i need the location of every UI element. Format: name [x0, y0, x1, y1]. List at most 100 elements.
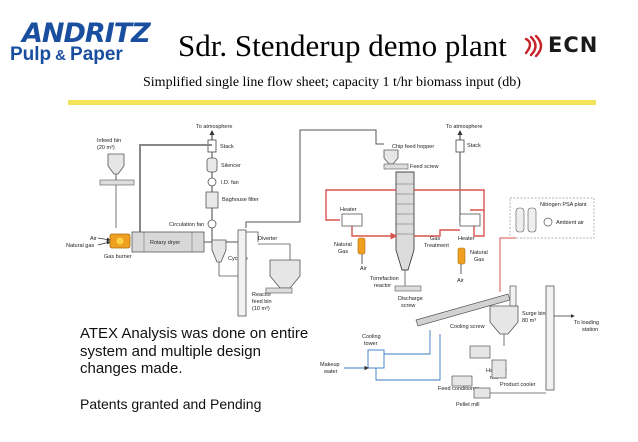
heater-1-to-reactor: [351, 226, 398, 240]
label-infeed-bin-2: (20 m³): [97, 145, 115, 151]
heater-1: [341, 213, 363, 227]
atex-note-line-2: system and multiple design: [80, 342, 261, 360]
recycle-duct-top: [139, 144, 212, 150]
label-id-fan: I.D. fan: [221, 180, 239, 186]
label-baghouse: Baghouse filter: [222, 197, 259, 203]
silencer: [206, 157, 218, 173]
label-to-atmosphere-1: To atmosphere: [196, 124, 232, 130]
label-infeed-bin-1: Infeed bin: [97, 138, 121, 144]
diverter-to-bin: [258, 243, 291, 260]
slide-header: ANDRITZ Pulp&Paper Sdr. Stenderup demo p…: [0, 0, 638, 110]
pulp-paper-logo: Pulp&Paper: [10, 44, 123, 66]
label-surge-bin-2: 80 m³: [522, 318, 536, 324]
process-flow-diagram: To atmosphere Stack Silencer I.D. fan Ba…: [66, 124, 599, 408]
label-air-2: Air: [360, 266, 367, 272]
burner-flame-icon: [116, 237, 124, 245]
label-reactor-feed-bin-3: (10 m³): [252, 306, 270, 312]
slide-title: Sdr. Stenderup demo plant: [178, 28, 507, 63]
burner-2-icon: [457, 247, 466, 265]
label-surge-bin-1: Surge bin: [522, 311, 546, 317]
ecn-logo-mark-icon: [524, 34, 543, 58]
cooling-tower: [367, 349, 385, 369]
label-to-loading-1: To loading: [574, 320, 599, 326]
label-makeup-water-2: water: [323, 369, 338, 375]
label-air-3: Air: [457, 278, 464, 284]
label-torrefaction-2: reactor: [374, 283, 391, 289]
label-to-loading-2: station: [582, 327, 598, 333]
label-to-atmosphere-2: To atmosphere: [446, 124, 482, 130]
label-discharge-2: screw: [401, 303, 415, 309]
psa-vessel-2: [527, 207, 537, 233]
heater-2-loop: [473, 210, 485, 237]
feed-screw: [383, 163, 409, 170]
cooling-water-return: [375, 334, 441, 381]
burner-1-icon: [357, 237, 366, 255]
infeed-conveyor: [99, 179, 135, 186]
label-discharge-1: Discharge: [398, 296, 423, 302]
reactor-feed-bin: [269, 259, 301, 289]
nitrogen-psa-plant: [509, 197, 595, 239]
label-gas-treatment-2: Treatment: [424, 243, 449, 249]
label-natural-gas-2: Natural: [334, 242, 352, 248]
cooling-water-supply: [384, 330, 431, 355]
reactor-to-gas-treatment: [414, 229, 460, 237]
bucket-elevator-2: [545, 285, 555, 391]
label-gas-treatment-1: Gas: [430, 236, 440, 242]
label-heater-1: Heater: [340, 207, 357, 213]
cyclone: [211, 239, 227, 263]
label-diverter: Diverter: [258, 236, 277, 242]
label-natural-gas-3b: Gas: [474, 257, 484, 263]
atex-note: ATEX Analysis was done on entire system …: [80, 325, 308, 378]
label-product-cooler: Product cooler: [500, 382, 536, 388]
feed-conditioner: [451, 375, 473, 387]
title-underline: [68, 100, 596, 105]
label-gas-burner: Gas burner: [104, 254, 132, 260]
logo-amp: &: [55, 47, 67, 64]
psa-compressor-icon: [543, 217, 553, 227]
diverter-line: [246, 231, 259, 242]
slide-subtitle: Simplified single line flow sheet; capac…: [143, 75, 521, 90]
heater-2: [459, 213, 481, 227]
infeed-bin: [107, 153, 125, 175]
label-natural-gas-2b: Gas: [338, 249, 348, 255]
label-cooling-tower-2: tower: [364, 341, 378, 347]
torrefaction-reactor: [395, 171, 415, 271]
psa-vessel-1: [515, 207, 525, 233]
feed-transfer-line: [245, 129, 384, 228]
hammer-mill: [469, 345, 491, 359]
nitrogen-supply-line: [499, 237, 516, 292]
circulation-fan-icon: [207, 219, 217, 229]
pellet-mill: [473, 387, 491, 399]
atex-note-line-3: changes made.: [80, 360, 183, 377]
hot-gas-loop-right-top: [414, 189, 485, 211]
id-fan-icon: [207, 177, 217, 187]
patents-note: Patents granted and Pending: [80, 396, 262, 412]
label-cooling-screw: Cooling screw: [450, 324, 485, 330]
logo-paper-word: Paper: [70, 44, 123, 65]
baghouse-filter: [205, 191, 219, 209]
bucket-elevator-1: [237, 229, 247, 317]
label-ambient-air: Ambient air: [556, 220, 584, 226]
label-circulation-fan: Circulation fan: [169, 222, 204, 228]
label-cooling-tower-1: Cooling: [362, 334, 381, 340]
label-reactor-feed-bin-1: Reactor: [252, 292, 271, 298]
label-silencer: Silencer: [221, 163, 241, 169]
label-torrefaction-1: Torrefaction: [370, 276, 399, 282]
label-reactor-feed-bin-2: feed bin: [252, 299, 272, 305]
air-inlet-1-arrow: [97, 237, 111, 242]
label-natural-gas-3: Natural: [470, 250, 488, 256]
label-pellet-mill: Pellet mill: [456, 402, 480, 408]
label-rotary-dryer: Rotary dryer: [150, 240, 180, 246]
label-chip-feed-hopper: Chip feed hopper: [392, 144, 434, 150]
ecn-logo: ECN: [548, 33, 599, 57]
label-feed-screw: Feed screw: [410, 164, 438, 170]
feed-bin-screw: [265, 287, 293, 294]
chip-feed-hopper: [383, 149, 399, 165]
label-nitrogen-psa: Nitrogen PSA plant: [540, 202, 587, 208]
logo-pulp-word: Pulp: [10, 44, 52, 65]
bucket-elevator-3: [509, 285, 517, 307]
hot-gas-loop-left-top: [325, 189, 396, 221]
label-stack-2: Stack: [467, 143, 481, 149]
reactor-trays: [396, 183, 414, 235]
surge-bin: [489, 305, 519, 335]
